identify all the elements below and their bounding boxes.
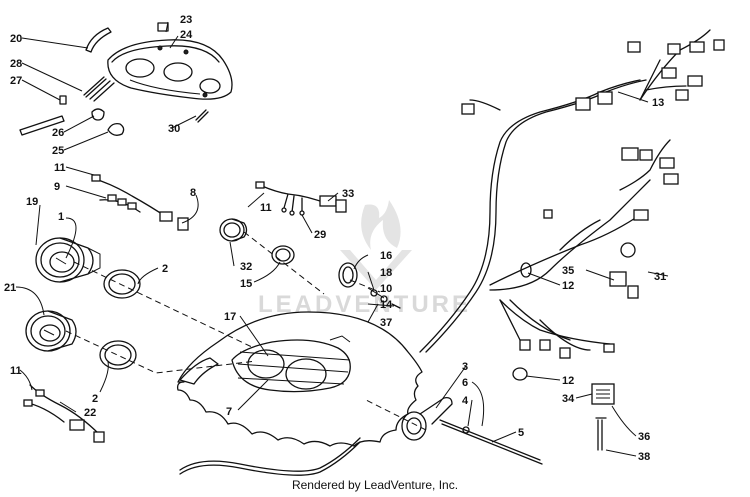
callout-14: 14 (380, 299, 393, 311)
gauge-lower (25, 310, 77, 352)
washer-6 (462, 426, 470, 434)
grommet-12a (520, 262, 532, 278)
callout-27: 27 (10, 75, 22, 87)
bottom-cable (179, 437, 361, 472)
callout-29: 29 (314, 229, 326, 241)
callout-12-upper: 12 (562, 280, 574, 292)
callout-13: 13 (652, 97, 664, 109)
callout-36: 36 (638, 431, 650, 443)
callout-12-lower: 12 (562, 375, 574, 387)
retainer-part (59, 95, 67, 105)
callout-23: 23 (180, 14, 192, 26)
leader-lines (15, 21, 669, 457)
callout-21: 21 (4, 282, 16, 294)
gauge-small (219, 218, 248, 242)
screw-part (19, 115, 65, 136)
callout-19: 19 (26, 196, 38, 208)
callout-15: 15 (240, 278, 252, 290)
bolt-38 (595, 417, 607, 451)
visor-part (85, 27, 112, 53)
gauge-ring-lower (99, 340, 137, 370)
console-panel (176, 311, 423, 447)
alignment-lines (65, 231, 427, 431)
socket-part (107, 122, 125, 136)
callout-37: 37 (380, 317, 392, 329)
callout-31: 31 (654, 271, 666, 283)
callout-11-center: 11 (260, 202, 272, 214)
callout-20: 20 (10, 33, 22, 45)
clip-part (157, 22, 169, 32)
callout-2-upper: 2 (162, 263, 168, 275)
grommet-12b (512, 367, 528, 381)
callout-1: 1 (58, 211, 64, 223)
callout-25: 25 (52, 145, 64, 157)
relay-34 (591, 383, 615, 405)
throttle-assembly (401, 396, 453, 441)
callout-16: 16 (380, 250, 392, 262)
callout-22: 22 (84, 407, 96, 419)
callout-4: 4 (462, 395, 469, 407)
callout-10: 10 (380, 283, 392, 295)
callout-3: 3 (462, 361, 468, 373)
watermark-text: LEADVENTURE (258, 291, 471, 318)
callout-24: 24 (180, 29, 193, 41)
callout-30: 30 (168, 123, 180, 135)
callout-33: 33 (342, 188, 354, 200)
callout-18: 18 (380, 267, 392, 279)
bulb-part (91, 108, 105, 121)
callout-34: 34 (562, 393, 575, 405)
callout-17: 17 (224, 311, 236, 323)
callout-11-top: 11 (54, 162, 66, 174)
callout-38: 38 (638, 451, 650, 463)
harness-9 (91, 174, 189, 231)
callout-5: 5 (518, 427, 524, 439)
callout-9: 9 (54, 181, 60, 193)
callout-6: 6 (462, 377, 468, 389)
harness-22 (23, 384, 105, 443)
gauge-ring-small (271, 245, 295, 265)
callout-28: 28 (10, 58, 22, 70)
instrument-cluster-top (107, 39, 233, 100)
callout-2-lower: 2 (92, 393, 98, 405)
gauge-upper (35, 237, 101, 283)
cable-5 (439, 419, 541, 461)
callout-26: 26 (52, 127, 64, 139)
gauge-ring-upper (103, 269, 141, 299)
callout-32: 32 (240, 261, 252, 273)
screw-part-30 (195, 109, 209, 123)
callout-7: 7 (226, 406, 232, 418)
callouts: 23 24 20 28 27 26 25 30 11 9 8 19 1 2 21… (4, 14, 666, 463)
washer-10 (380, 295, 388, 303)
main-harness (419, 29, 725, 359)
callout-11-lower: 11 (10, 365, 22, 377)
callout-8: 8 (190, 187, 196, 199)
credit-text: Rendered by LeadVenture, Inc. (291, 478, 459, 492)
part-14 (391, 303, 401, 309)
grommet-16 (338, 262, 358, 288)
spring-part (83, 76, 115, 102)
callout-35: 35 (562, 265, 574, 277)
watermark: LEADVENTURE (258, 200, 471, 318)
